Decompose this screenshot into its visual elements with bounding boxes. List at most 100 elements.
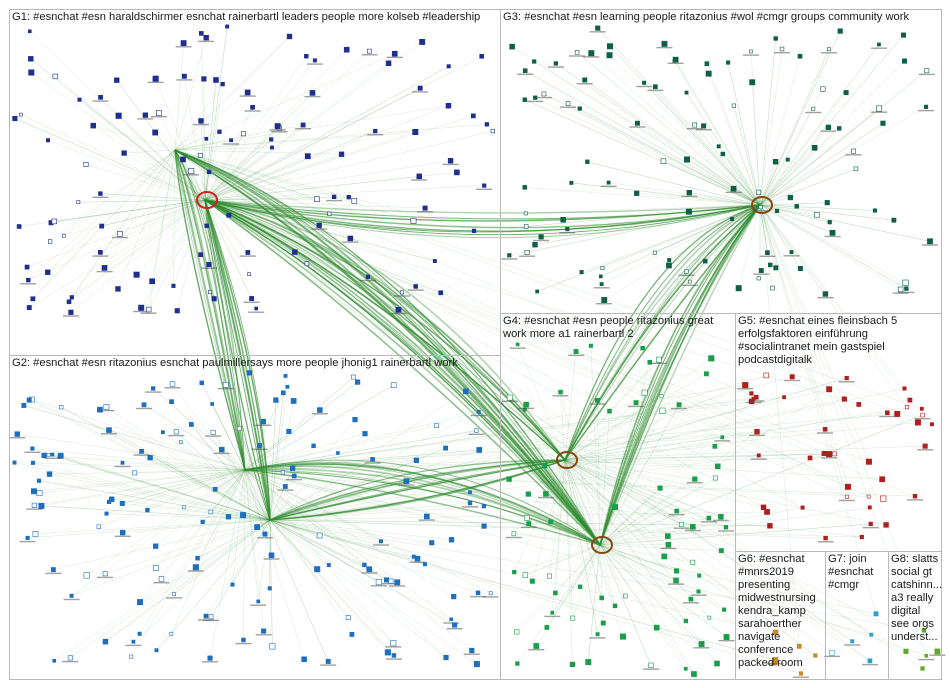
edge	[47, 149, 176, 273]
node-label-mark	[140, 312, 157, 314]
graph-node	[797, 265, 803, 271]
node-label-mark	[892, 292, 909, 294]
edge	[54, 519, 271, 662]
edge	[79, 99, 206, 201]
edge	[174, 53, 395, 151]
node-label-mark	[519, 255, 536, 257]
edge	[204, 199, 249, 253]
edge-bundle	[204, 199, 271, 521]
node-label-mark	[198, 40, 215, 43]
edge	[525, 70, 761, 206]
edge-bundle	[244, 469, 601, 546]
graph-node	[789, 374, 795, 380]
graph-node	[653, 624, 660, 631]
graph-node	[200, 519, 205, 524]
node-label-mark	[24, 451, 41, 453]
edge	[564, 459, 725, 610]
node-label-mark	[378, 583, 395, 585]
graph-node	[712, 443, 718, 449]
graph-node	[825, 124, 831, 130]
graph-node	[432, 259, 437, 263]
edge	[599, 507, 870, 546]
graph-node	[712, 475, 718, 481]
edge	[513, 533, 601, 546]
edge	[243, 469, 246, 640]
node-label-mark	[306, 63, 323, 65]
graph-node	[837, 28, 843, 34]
edge	[204, 66, 449, 201]
graph-node	[286, 33, 293, 40]
edge	[244, 421, 264, 471]
node-label-mark	[175, 46, 192, 48]
edge	[104, 149, 176, 269]
edge-bundle	[204, 199, 761, 228]
graph-node	[697, 573, 702, 578]
edge-bundle	[204, 199, 271, 521]
edge	[204, 199, 250, 275]
edge	[191, 170, 206, 201]
edge	[564, 459, 721, 517]
edge	[599, 411, 610, 546]
node-label-mark	[239, 255, 256, 257]
edge	[599, 544, 727, 638]
graph-node	[217, 129, 222, 134]
node-label-mark	[462, 506, 479, 508]
graph-node	[434, 423, 440, 429]
edge-bundle	[174, 149, 246, 471]
node-label-mark	[718, 530, 734, 532]
edge	[564, 459, 718, 467]
edge	[269, 519, 379, 583]
graph-node	[532, 242, 538, 248]
graph-node	[388, 578, 394, 584]
node-label-mark	[918, 109, 935, 112]
group-label-g7: G7: join #esnchat #cmgr	[828, 553, 877, 591]
graph-node	[633, 400, 639, 406]
edge	[759, 123, 884, 206]
edge	[174, 149, 872, 635]
graph-node	[904, 286, 909, 291]
graph-node	[524, 250, 530, 256]
edge	[587, 161, 761, 206]
edge-bundle	[204, 199, 601, 546]
graph-node	[331, 194, 337, 200]
edge	[139, 469, 246, 634]
node-label-mark	[690, 594, 707, 596]
edge	[524, 409, 601, 546]
graph-node	[772, 159, 779, 165]
edge	[244, 449, 480, 471]
node-label-mark	[750, 458, 767, 460]
graph-node	[30, 296, 36, 302]
graph-node	[522, 68, 528, 73]
graph-node	[674, 508, 680, 514]
edge	[564, 377, 847, 461]
edge	[599, 544, 695, 675]
edge	[244, 411, 479, 471]
graph-node	[346, 195, 351, 200]
edge	[204, 199, 816, 656]
graph-node	[659, 394, 664, 399]
edge	[733, 105, 761, 206]
graph-node	[312, 58, 317, 63]
graph-node	[283, 373, 288, 378]
graph-node	[865, 458, 872, 465]
graph-node	[50, 567, 56, 573]
graph-node	[254, 306, 258, 311]
edge	[663, 161, 761, 206]
node-label-mark	[271, 131, 288, 133]
edge	[587, 161, 761, 206]
node-label-mark	[251, 448, 268, 450]
graph-node	[666, 262, 672, 269]
graph-node	[451, 593, 457, 600]
graph-node	[391, 653, 397, 658]
edge	[111, 469, 246, 500]
graph-node	[703, 371, 709, 377]
edge-bundle	[174, 149, 246, 471]
edge	[759, 204, 894, 221]
edge	[599, 544, 702, 645]
graph-node	[26, 305, 32, 310]
graph-node	[522, 572, 529, 578]
node-label-mark	[817, 297, 834, 299]
graph-node	[600, 266, 605, 270]
graph-node	[161, 430, 165, 435]
node-label-mark	[589, 637, 606, 639]
